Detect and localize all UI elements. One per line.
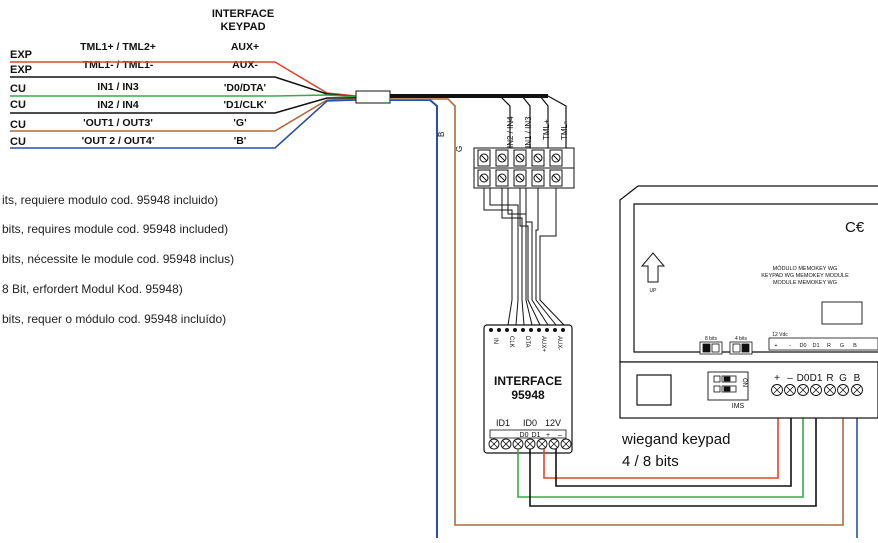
header-keypad: KEYPAD [220,21,265,33]
wire-table-rows: EXP TML1+ / TML2+ AUX+ EXP TML1- / TML1-… [10,41,266,148]
device-module-line3: MODULE MEMOKEY WG [773,280,837,286]
module-feed-wires [483,188,565,326]
note-en: bits, requires module cod. 95948 include… [2,222,228,236]
pin-dta: DTA [524,336,530,348]
label-id0: ID0 [523,418,537,428]
module-code: 95948 [511,388,545,402]
device-module-line1: MÓDULO MEMOKEY WG [773,265,838,272]
wire-brown [10,98,357,132]
module-title: INTERFACE [494,374,562,388]
row2-tml: TML1- / TML1- [83,59,154,71]
ims-switch [713,375,737,393]
device-terminal-labels: + – D0 D1 R G B [774,373,861,384]
label-12v: 12V [545,418,561,428]
row6-type: CU [10,136,26,148]
row5-type: CU [10,119,26,131]
sw8-label: 8 bits [705,336,717,342]
small-terminal-labels: + - D0 D1 R G B [774,343,857,349]
term-r: R [826,373,833,384]
interface-module: IN CLK DTA AUX+ AUX- INTERFACE 95948 ID1… [483,324,573,454]
header-interface: INTERFACE [212,8,274,20]
row4-keypad: 'D1/CLK' [224,99,267,111]
row4-tml: IN2 / IN4 [97,99,139,111]
ims-label: IMS [732,403,745,410]
keypad-label-line2: 4 / 8 bits [622,453,679,470]
row3-type: CU [10,83,26,95]
cable-bundle [390,94,844,538]
label-plus: + [546,432,550,439]
term-d1: D1 [810,373,823,384]
device-body [619,185,878,419]
term-minus: – [787,373,793,384]
blue-drop [390,99,438,538]
wire-red-out [543,392,779,479]
wire-green-out [517,392,804,498]
svg-text:D1: D1 [812,343,819,349]
label-d1: D1 [532,432,541,439]
row5-keypad: 'G' [233,117,246,129]
pin-in: IN [492,338,498,344]
label-b: B [437,132,446,137]
up-label: UP [650,288,658,294]
label-id1: ID1 [496,418,510,428]
row3-keypad: 'D0/DTA' [224,82,266,94]
wire-green [10,94,357,98]
label-tml-plus: TML+ [542,119,551,140]
row1-tml: TML1+ / TML2+ [80,41,156,53]
svg-text:G: G [840,343,844,349]
label-tml-minus: TML- [560,121,569,140]
term-g: G [839,373,847,384]
pin-clk: CLK [508,336,514,348]
row1-type: EXP [10,49,32,61]
device-screw-crosses [772,385,862,395]
notes: its, requiere modulo cod. 95948 incluido… [2,193,234,326]
pin-aux-minus: AUX- [556,336,562,350]
label-g: G [455,146,464,152]
row2-keypad: AUX- [232,59,258,71]
wire-black-out2 [555,392,792,487]
note-es: its, requiere modulo cod. 95948 incluido… [2,193,218,207]
dip-switches [699,341,753,355]
row3-tml: IN1 / IN3 [97,81,139,93]
svg-text:-: - [789,343,791,349]
ce-mark: C€ [845,219,865,236]
label-d0: D0 [520,432,529,439]
label-minus: – [558,432,562,439]
row4-type: CU [10,99,26,111]
sw4-label: 4 bits [735,336,747,342]
svg-text:B: B [853,343,857,349]
pin-aux-plus: AUX+ [540,336,546,352]
svg-text:R: R [827,343,831,349]
label-in1-in3: IN1 / IN3 [524,116,533,148]
row2-type: EXP [10,64,32,76]
left-wires [10,61,357,149]
on-label: ON [741,378,747,387]
wire-red [10,61,357,97]
svg-text:D0: D0 [799,343,806,349]
cable-sleeve [355,90,391,104]
keypad-label-line1: wiegand keypad [621,431,730,448]
terminal-block [473,147,575,189]
brown-drop [390,98,844,526]
label-in2-in4: IN2 / IN4 [506,116,515,148]
note-pt: bits, requer o módulo cod. 95948 incluíd… [2,312,226,326]
row1-keypad: AUX+ [231,41,259,53]
wire-black-out [529,392,817,507]
term-d0: D0 [797,373,810,384]
up-arrow-icon [640,252,666,283]
wire-blue [10,99,357,149]
row6-keypad: 'B' [234,135,247,147]
row5-tml: 'OUT1 / OUT3' [83,117,153,129]
note-fr: bits, nécessite le module cod. 95948 inc… [2,252,234,266]
note-de: 8 Bit, erfordert Modul Kod. 95948) [2,282,183,296]
wire-black2 [10,97,356,114]
row6-tml: 'OUT 2 / OUT4' [82,135,155,147]
svg-text:+: + [774,343,777,349]
device-module-line2: KEYPAD WG MEMOKEY MODULE [761,273,849,279]
term-b: B [854,373,861,384]
vdc-label: 12 Vdc [772,332,788,338]
term-plus: + [774,373,780,384]
